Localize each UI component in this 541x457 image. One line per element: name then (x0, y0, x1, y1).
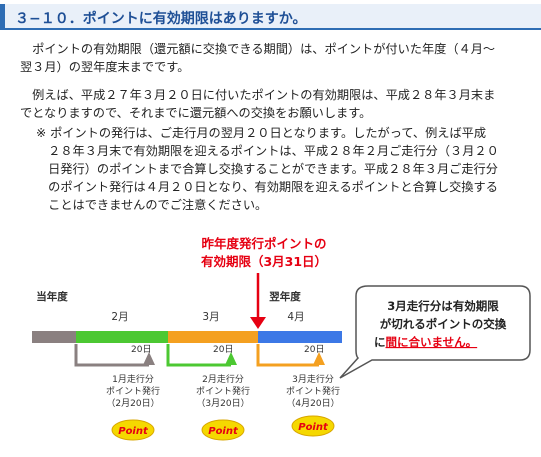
month-label-mar: 3月 (202, 311, 219, 323)
issue-label-jan-line3: （2月20日） (106, 398, 159, 409)
expiry-label-line1: 昨年度発行ポイントの (201, 236, 326, 251)
month-label-apr: 4月 (287, 311, 304, 323)
text-line: ※ ポイントの発行は、ご走行月の翌月２０日となります。したがって、例えば平成 (36, 126, 487, 140)
issue-label-jan-line2: ポイント発行 (106, 385, 160, 397)
expiry-timeline-diagram: 昨年度発行ポイントの 有効期限（3月31日） 当年度 翌年度 2月 3月 4月 … (32, 236, 531, 441)
timeline-segment-jan (32, 331, 76, 343)
up-arrow-icon (313, 352, 325, 365)
bubble-line3-highlight: 間に合いません。 (386, 335, 478, 349)
issue-label-jan-line1: 1月走行分 (112, 373, 154, 385)
point-badge-text: Point (208, 426, 239, 437)
note-paragraph: ※ ポイントの発行は、ご走行月の翌月２０日となります。したがって、例えば平成 ２… (36, 124, 499, 214)
point-badge-icon: Point (201, 419, 245, 441)
text-line: ことはできませんのでご注意ください。 (36, 198, 268, 212)
warning-speech-bubble: 3月走行分は有効期限 が切れるポイントの交換 に間に合いません。 (339, 285, 531, 379)
bubble-line3: に間に合いません。 (374, 335, 477, 349)
up-arrow-icon (225, 352, 237, 365)
day20-label-mar: 20日 (213, 344, 233, 355)
timeline-segment-feb (76, 331, 168, 343)
paragraph-validity: ポイントの有効期限（還元額に交換できる期間）は、ポイントが付いた年度（４月〜 翌… (20, 40, 495, 76)
text-line: のポイント発行は４月２０日となり、有効期限を迎えるポイントと合算し交換する (36, 180, 498, 194)
connector-orange (256, 344, 319, 367)
text-line: ポイントの有効期限（還元額に交換できる期間）は、ポイントが付いた年度（４月〜 (20, 42, 496, 56)
issue-label-feb-line1: 2月走行分 (202, 373, 244, 385)
bubble-line1: 3月走行分は有効期限 (387, 299, 499, 313)
issue-label-mar-line1: 3月走行分 (292, 373, 334, 385)
current-year-label: 当年度 (36, 290, 68, 303)
issue-label-mar-line2: ポイント発行 (286, 385, 340, 397)
section-title: ３−１０．ポイントに有効期限はありますか。 (15, 11, 307, 27)
section-header: ３−１０．ポイントに有効期限はありますか。 (0, 4, 541, 30)
day20-label-feb: 20日 (131, 344, 151, 355)
point-badge-text: Point (298, 422, 329, 433)
expiry-label-line2: 有効期限（3月31日） (201, 254, 327, 269)
timeline-segment-apr (258, 331, 342, 343)
bubble-line2: が切れるポイントの交換 (380, 317, 507, 331)
expiry-arrow-icon (250, 317, 266, 329)
connector-green (166, 344, 231, 367)
text-line: 例えば、平成２７年３月２０日に付いたポイントの有効期限は、平成２８年３月末ま (20, 88, 496, 102)
point-badge-icon: Point (111, 419, 155, 441)
issue-label-mar-line3: （4月20日） (286, 398, 339, 409)
connector-gray (74, 344, 149, 367)
bubble-line3-prefix: に (374, 335, 386, 349)
up-arrow-icon (143, 352, 155, 365)
next-year-label: 翌年度 (269, 290, 301, 303)
text-line: 日発行）のポイントまで合算し交換することができます。平成２８年３月ご走行分 (36, 162, 498, 176)
issue-label-feb-line3: （3月20日） (196, 398, 249, 409)
issue-label-feb-line2: ポイント発行 (196, 385, 250, 397)
month-label-feb: 2月 (111, 311, 128, 323)
text-line: でとなりますので、それまでに還元額への交換をお願いします。 (20, 106, 372, 120)
paragraph-example: 例えば、平成２７年３月２０日に付いたポイントの有効期限は、平成２８年３月末ま で… (20, 86, 495, 122)
point-badge-text: Point (118, 426, 149, 437)
day20-label-apr: 20日 (304, 344, 324, 355)
timeline-segment-mar (168, 331, 258, 343)
point-badge-icon: Point (291, 415, 335, 437)
text-line: ２８年３月末で有効期限を迎えるポイントは、平成２８年２月ご走行分（３月２０ (36, 144, 499, 158)
text-line: 翌３月）の翌年度末までです。 (20, 60, 190, 74)
